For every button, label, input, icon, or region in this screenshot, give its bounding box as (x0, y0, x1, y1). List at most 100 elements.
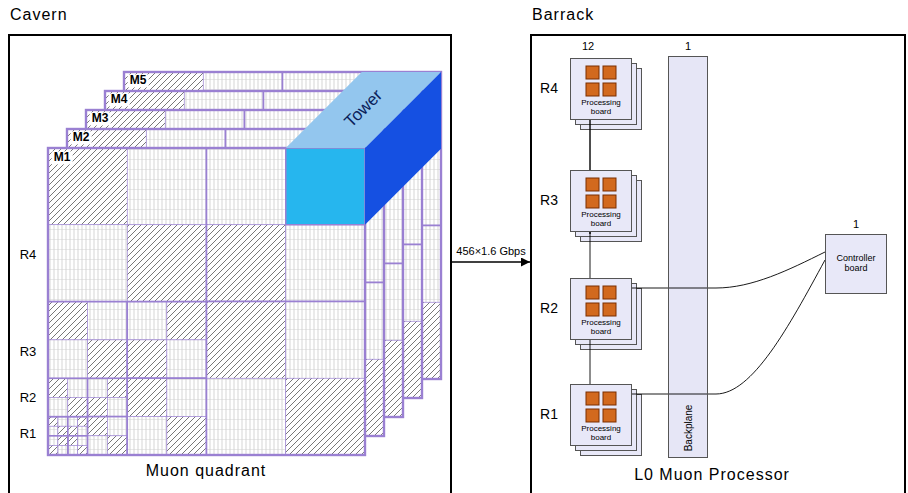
processing-board: Processing board (570, 384, 632, 446)
sector-outline (68, 436, 88, 455)
sector-outline (48, 417, 68, 436)
chamber-cell (127, 417, 167, 455)
box-label: Controller board (828, 254, 884, 274)
chamber-cell (77, 426, 87, 436)
chamber-cell (88, 417, 108, 436)
chamber-cell (286, 302, 365, 379)
region-label: R1 (20, 427, 37, 441)
chamber-cell (68, 445, 78, 455)
muon-quadrant (48, 72, 441, 455)
chamber-cell (107, 417, 127, 436)
board-link (590, 340, 591, 384)
chamber-cell (78, 417, 88, 427)
region-label: R1 (540, 407, 558, 422)
chamber-cell (58, 417, 68, 427)
fpga-chip (586, 303, 599, 316)
tower-shape (286, 72, 441, 225)
layer-outline (48, 148, 365, 455)
chamber-cell (88, 436, 108, 455)
layer-ground (48, 148, 365, 455)
tower-label: Tower (341, 86, 386, 131)
layer-outline (124, 72, 441, 379)
box-label: Backplane (683, 404, 694, 451)
region-label: R3 (540, 193, 558, 208)
chip-group (584, 64, 618, 98)
backplane: Backplane (668, 56, 708, 458)
cavern-box: CavernMuon quadrant (8, 34, 452, 493)
region-label: R4 (20, 248, 37, 262)
chamber-cell (107, 398, 127, 417)
chamber-cell (207, 378, 286, 455)
chamber-cell (48, 445, 58, 455)
fpga-chip (586, 178, 599, 191)
region-label: R2 (20, 391, 37, 405)
sector-outline (88, 378, 128, 416)
chamber-cell (107, 397, 127, 416)
chamber-cell (286, 378, 365, 455)
station-label: M5 (128, 74, 149, 87)
fpga-chip (586, 195, 599, 208)
chip-group (584, 390, 618, 424)
data-link-arrow (452, 261, 530, 263)
chamber-cell (68, 397, 88, 416)
box-heading: Barrack (532, 6, 594, 24)
fpga-chip (603, 409, 616, 422)
chamber-cell (167, 302, 207, 340)
chamber-cell (48, 340, 88, 378)
board-link (590, 232, 591, 234)
link-label: 456×1.6 Gbps (455, 245, 526, 257)
chamber-cell (127, 340, 167, 378)
chamber-cell (48, 148, 127, 225)
box-label: Processing board (572, 211, 630, 228)
chamber-cell (48, 426, 58, 436)
count-label: 12 (582, 40, 594, 52)
chamber-cell (88, 397, 108, 416)
board-link (632, 252, 825, 288)
chamber-cell (68, 426, 78, 436)
chamber-cell (167, 378, 207, 416)
fpga-chip (586, 409, 599, 422)
sector-outline (48, 436, 68, 455)
chamber-cell (78, 436, 88, 446)
board-link (590, 232, 591, 278)
chamber-cell (167, 417, 207, 455)
chamber-cell (207, 302, 286, 379)
chamber-cell (68, 378, 88, 397)
chamber-cell (107, 436, 127, 455)
box-label: Processing board (572, 425, 630, 442)
sector-outline (48, 148, 207, 302)
chamber-cell (58, 436, 68, 446)
sector-outline (67, 417, 87, 436)
chamber-cell (77, 417, 87, 427)
layer-ground (86, 110, 403, 417)
sector-outline (207, 302, 366, 456)
fpga-chip (586, 286, 599, 299)
chip-group (584, 176, 618, 210)
fpga-chip (586, 392, 599, 405)
chamber-cell (48, 302, 88, 340)
fpga-chip (603, 303, 616, 316)
chamber-cell (48, 417, 58, 427)
tower-side (365, 72, 441, 225)
station-label: M4 (109, 93, 130, 106)
station-label: M1 (52, 151, 73, 164)
station-layer (48, 148, 365, 455)
fpga-chip (603, 66, 616, 79)
chamber-cell (88, 340, 128, 378)
board-link (632, 260, 825, 394)
count-label: 1 (853, 218, 859, 230)
fpga-chip (586, 83, 599, 96)
chamber-cell (48, 225, 127, 302)
count-label: 1 (685, 40, 691, 52)
station-layer (124, 72, 441, 379)
chamber-cell (88, 378, 108, 397)
box-label: Processing board (572, 319, 630, 336)
processing-board: Processing board (570, 278, 632, 340)
processing-board: Processing board (570, 58, 632, 120)
box-label: Processing board (572, 99, 630, 116)
sector-outline (48, 378, 88, 416)
